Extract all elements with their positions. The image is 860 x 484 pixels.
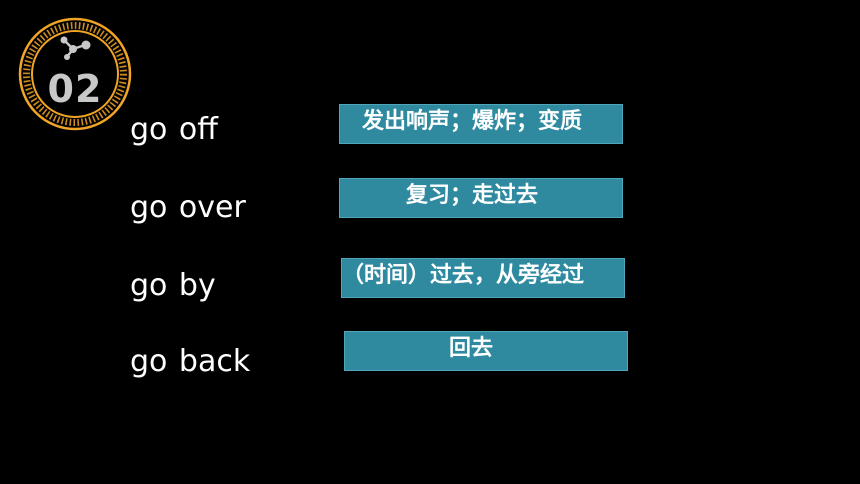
molecule-icon — [60, 36, 91, 60]
badge-ring — [18, 17, 132, 131]
meaning-text: 回去 — [449, 336, 494, 361]
meaning-box-go-off: 发出响声；爆炸；变质 — [339, 104, 623, 144]
meaning-box-go-back: 回去 — [344, 331, 628, 371]
phrase-go-off: go off — [130, 112, 218, 147]
meaning-box-go-by: （时间）过去，从旁经过 — [341, 258, 625, 298]
meaning-text: 复习；走过去 — [406, 183, 539, 208]
section-badge: 02 — [16, 15, 134, 133]
meaning-box-go-over: 复习；走过去 — [339, 178, 623, 218]
meaning-text: （时间）过去，从旁经过 — [342, 263, 585, 288]
meaning-text: 发出响声；爆炸；变质 — [362, 109, 583, 134]
section-number: 02 — [47, 67, 103, 111]
phrase-go-by: go by — [130, 268, 216, 303]
phrase-go-over: go over — [130, 190, 246, 225]
phrase-go-back: go back — [130, 344, 251, 379]
